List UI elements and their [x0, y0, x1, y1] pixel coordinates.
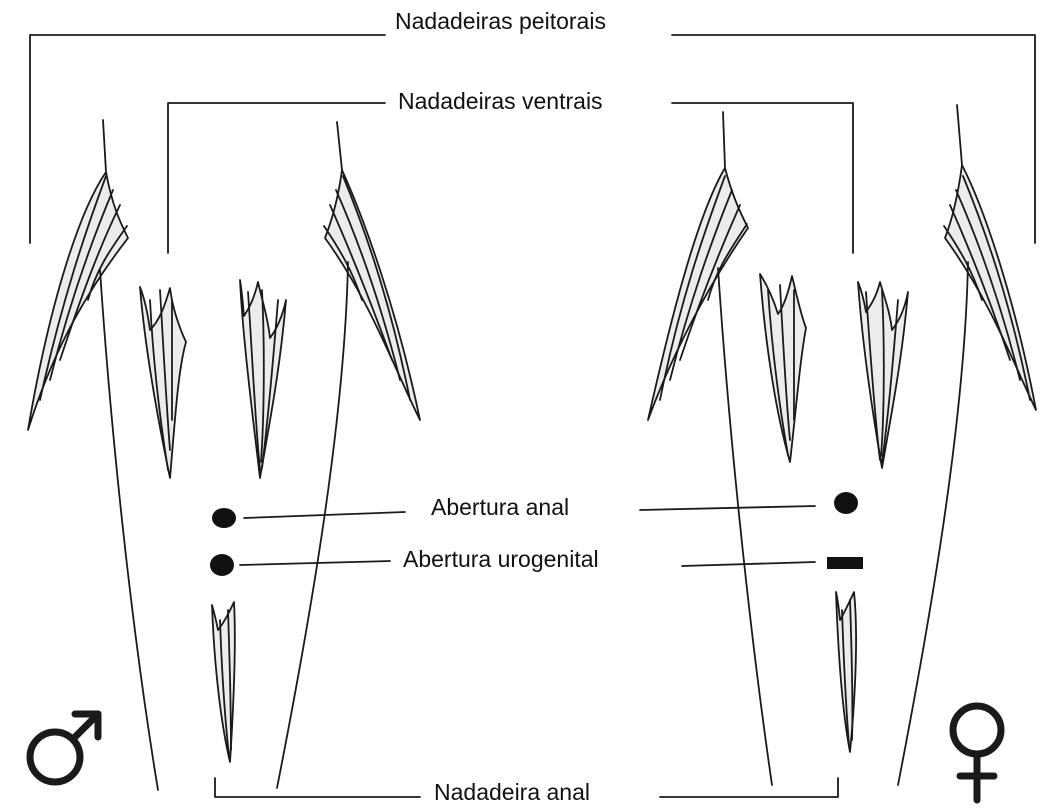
pectoral-fins-label: Nadadeiras peitorais: [391, 8, 610, 34]
female-right-ventral-fin: [858, 282, 908, 468]
anal-fin-bracket-right: [660, 778, 838, 797]
female-body-right-outline: [898, 262, 968, 785]
female-body-left-outline: [718, 268, 772, 785]
female-symbol-icon: [953, 706, 1001, 800]
female-urogenital-opening-mark: [827, 557, 863, 569]
male-symbol-icon: [30, 714, 98, 782]
urogenital-opening-label: Abertura urogenital: [399, 546, 603, 572]
male-body-right-outline: [277, 262, 348, 788]
male-anal-opening-mark: [212, 508, 236, 528]
ventral-fins-label: Nadadeiras ventrais: [394, 88, 607, 114]
anal-opening-label: Abertura anal: [427, 494, 573, 520]
female-left-ventral-fin: [760, 274, 806, 462]
urogenital-opening-leader-male: [240, 561, 390, 565]
female-anal-opening-mark: [834, 492, 858, 514]
female-right-pectoral-fin: [944, 105, 1036, 410]
female-anal-fin: [836, 592, 856, 752]
male-anal-fin: [212, 602, 235, 762]
pectoral-fins-bracket: [30, 35, 385, 243]
male-urogenital-opening-mark: [210, 554, 234, 576]
male-right-ventral-fin: [240, 280, 286, 478]
anal-fin-label: Nadadeira anal: [430, 779, 594, 805]
anal-opening-leader-female: [640, 506, 815, 510]
urogenital-opening-leader-female: [682, 562, 815, 566]
male-left-pectoral-fin: [28, 120, 128, 430]
anal-fin-bracket: [215, 778, 420, 797]
male-left-ventral-fin: [140, 287, 186, 478]
female-left-pectoral-fin: [648, 112, 748, 420]
male-right-pectoral-fin: [324, 122, 420, 420]
